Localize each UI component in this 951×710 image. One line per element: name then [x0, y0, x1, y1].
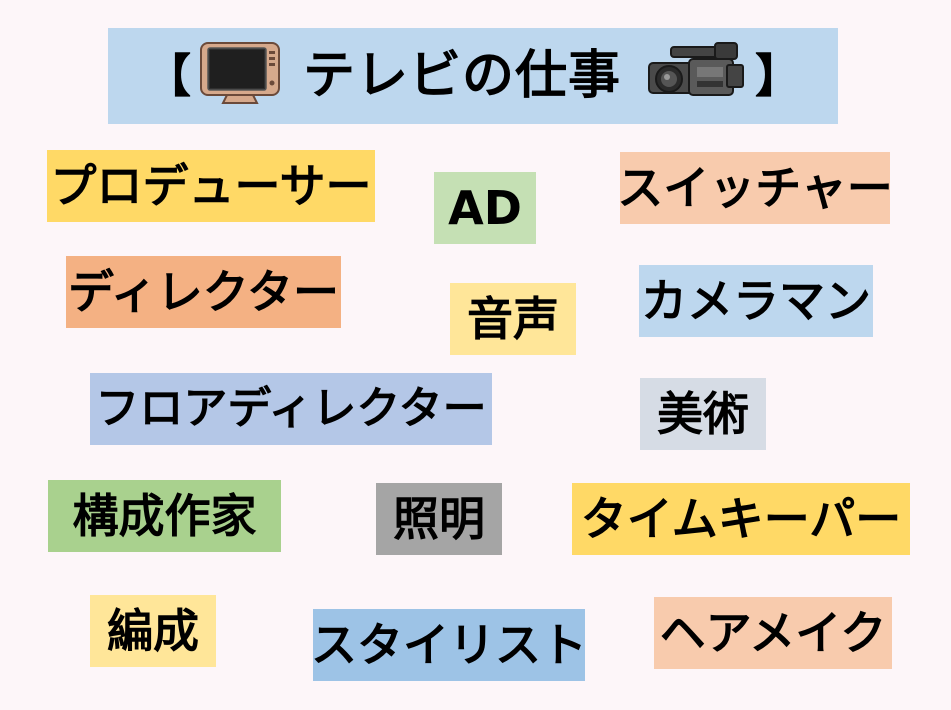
job-label-writer: 構成作家 [48, 480, 281, 552]
title-close-bracket: 】 [755, 49, 801, 103]
title-open-bracket: 【 [144, 49, 191, 103]
job-label-camera-operator: カメラマン [639, 265, 873, 337]
job-label-director: ディレクター [66, 256, 341, 328]
job-label-lighting: 照明 [376, 483, 502, 555]
page-title: テレビの仕事 [302, 46, 621, 106]
job-label-sound: 音声 [450, 283, 576, 355]
job-label-ad: AD [434, 172, 536, 244]
video-camera-icon [641, 39, 749, 113]
job-label-producer: プロデューサー [47, 150, 375, 222]
tv-icon [197, 39, 283, 113]
job-label-art: 美術 [640, 378, 766, 450]
job-label-programming: 編成 [90, 595, 216, 667]
job-label-switcher: スイッチャー [617, 152, 893, 224]
job-label-hair-makeup: ヘアメイク [654, 597, 892, 669]
title-banner: 【 テレビの仕事 】 [108, 28, 838, 124]
job-label-stylist: スタイリスト [311, 609, 587, 681]
job-label-time-keeper: タイムキーパー [572, 483, 910, 555]
job-label-floor-director: フロアディレクター [90, 373, 492, 445]
